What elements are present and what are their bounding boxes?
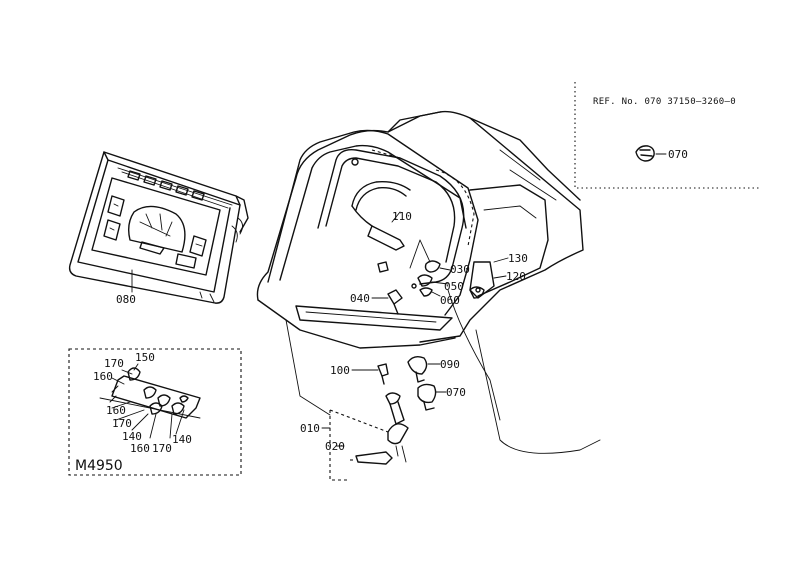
- reference-part-icon: [635, 145, 667, 162]
- callout-110: 110: [392, 210, 412, 223]
- switch-040: [371, 289, 403, 315]
- ignition-switch-010: [329, 392, 409, 481]
- leader-110: [391, 211, 401, 223]
- instrument-panel-080: [68, 151, 249, 304]
- callout-130: 130: [508, 252, 528, 265]
- callout-070: 070: [446, 386, 466, 399]
- inset-m4950: [68, 348, 242, 476]
- callout-030: 030: [450, 263, 470, 276]
- reference-number-text: REF. No. 070 37150—3260—0: [593, 97, 736, 107]
- callout-100: 100: [330, 364, 350, 377]
- cable-110: [351, 180, 411, 251]
- inset-callout-140-left: 140: [122, 430, 142, 443]
- inset-callout-140-right: 140: [172, 433, 192, 446]
- callout-010: 010: [300, 422, 320, 435]
- inset-model-label: M4950: [75, 458, 123, 474]
- callout-050: 050: [444, 280, 464, 293]
- switch-100: [351, 363, 389, 385]
- switch-090: [407, 355, 441, 383]
- reference-box: REF. No. 070 37150—3260—0 070: [574, 82, 760, 189]
- callout-040: 040: [350, 292, 370, 305]
- dashboard-housing: [256, 110, 601, 454]
- callout-120: 120: [506, 270, 526, 283]
- inset-callout-160-left: 160: [93, 370, 113, 383]
- callout-020: 020: [325, 440, 345, 453]
- switch-group-030-060: [377, 239, 451, 297]
- reference-part-label: 070: [668, 148, 688, 161]
- key-020: [350, 451, 393, 465]
- callout-060: 060: [440, 294, 460, 307]
- inset-callout-160-mid: 160: [106, 404, 126, 417]
- inset-callout-170-top: 170: [104, 357, 124, 370]
- inset-callout-160-bottom: 160: [130, 442, 150, 455]
- leaders-010-020: [321, 427, 345, 447]
- inset-callout-150: 150: [135, 351, 155, 364]
- callout-090: 090: [440, 358, 460, 371]
- inset-callout-170-bottom: 170: [152, 442, 172, 455]
- callout-080: 080: [116, 293, 136, 306]
- switch-group-120-130: [469, 257, 509, 299]
- inset-callout-170-mid: 170: [112, 417, 132, 430]
- inset-border: [68, 348, 242, 476]
- switch-070: [417, 383, 447, 411]
